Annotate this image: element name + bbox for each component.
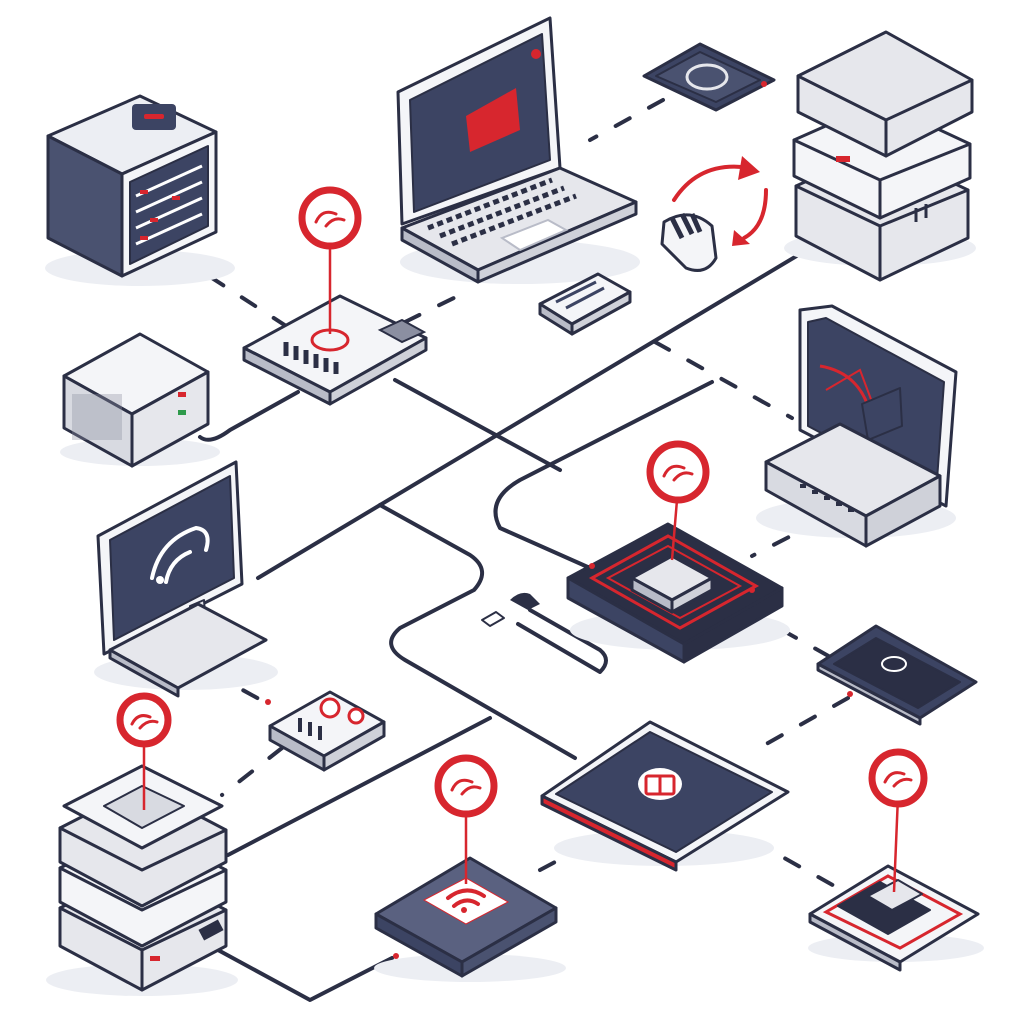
chip-board[interactable] [808, 864, 984, 972]
wifi-signal-icon [150, 525, 210, 584]
link-tablet-to-laptop [588, 98, 665, 142]
smartphone[interactable] [816, 624, 978, 726]
lock-icon [644, 774, 676, 796]
link-stack-to-center [226, 716, 492, 857]
fingerprint-icon [685, 63, 729, 91]
monitor-left[interactable] [94, 460, 278, 698]
marker-wifi-router [434, 754, 498, 884]
link-rack-to-switch [176, 254, 302, 337]
link-gauge-to-stack [220, 746, 284, 797]
marker-router-hub [646, 440, 710, 561]
router-hub[interactable] [566, 522, 790, 664]
psu-vent [72, 394, 122, 440]
link-usb-cable [516, 608, 608, 674]
link-server-to-monitor-left [256, 246, 812, 580]
link-router-branch [493, 380, 714, 570]
refresh-arrow-icon [672, 156, 768, 246]
marker-chip-board [868, 748, 928, 893]
laptop-screen-window [466, 88, 520, 152]
link-router-to-phone [780, 628, 852, 670]
connections [176, 98, 852, 1002]
wifi-icon [446, 888, 486, 908]
link-psu-to-switch [198, 390, 300, 442]
tablet-top[interactable] [642, 42, 776, 112]
monitor-right[interactable] [756, 304, 958, 548]
laptop-trackpad [499, 218, 569, 252]
gauge-box[interactable] [265, 690, 386, 772]
marker-switch [298, 186, 362, 334]
wifi-router[interactable] [374, 856, 566, 982]
link-switch-to-router [393, 378, 562, 472]
laptop-keyboard [427, 177, 577, 247]
link-switch-to-monitor-right [653, 340, 794, 420]
server-stack-top[interactable] [784, 30, 976, 282]
network-switch[interactable] [242, 294, 428, 406]
link-switch-to-laptop [403, 288, 472, 324]
laptop[interactable] [396, 16, 640, 284]
server-stack-bottom[interactable] [46, 764, 238, 996]
mouse[interactable] [660, 212, 718, 272]
link-wifi-to-tablet [538, 836, 602, 872]
link-loop-center [378, 503, 577, 760]
rack-server[interactable] [45, 94, 235, 286]
card-reader[interactable] [538, 272, 632, 336]
marker-server-stack-bottom [116, 692, 172, 810]
power-supply[interactable] [60, 332, 220, 468]
link-stack-to-wifi [216, 948, 394, 1002]
switch-ports [283, 342, 339, 374]
tablet-center[interactable] [540, 720, 790, 872]
link-phone-to-tablet [750, 696, 850, 754]
usb-cable[interactable] [481, 592, 540, 627]
